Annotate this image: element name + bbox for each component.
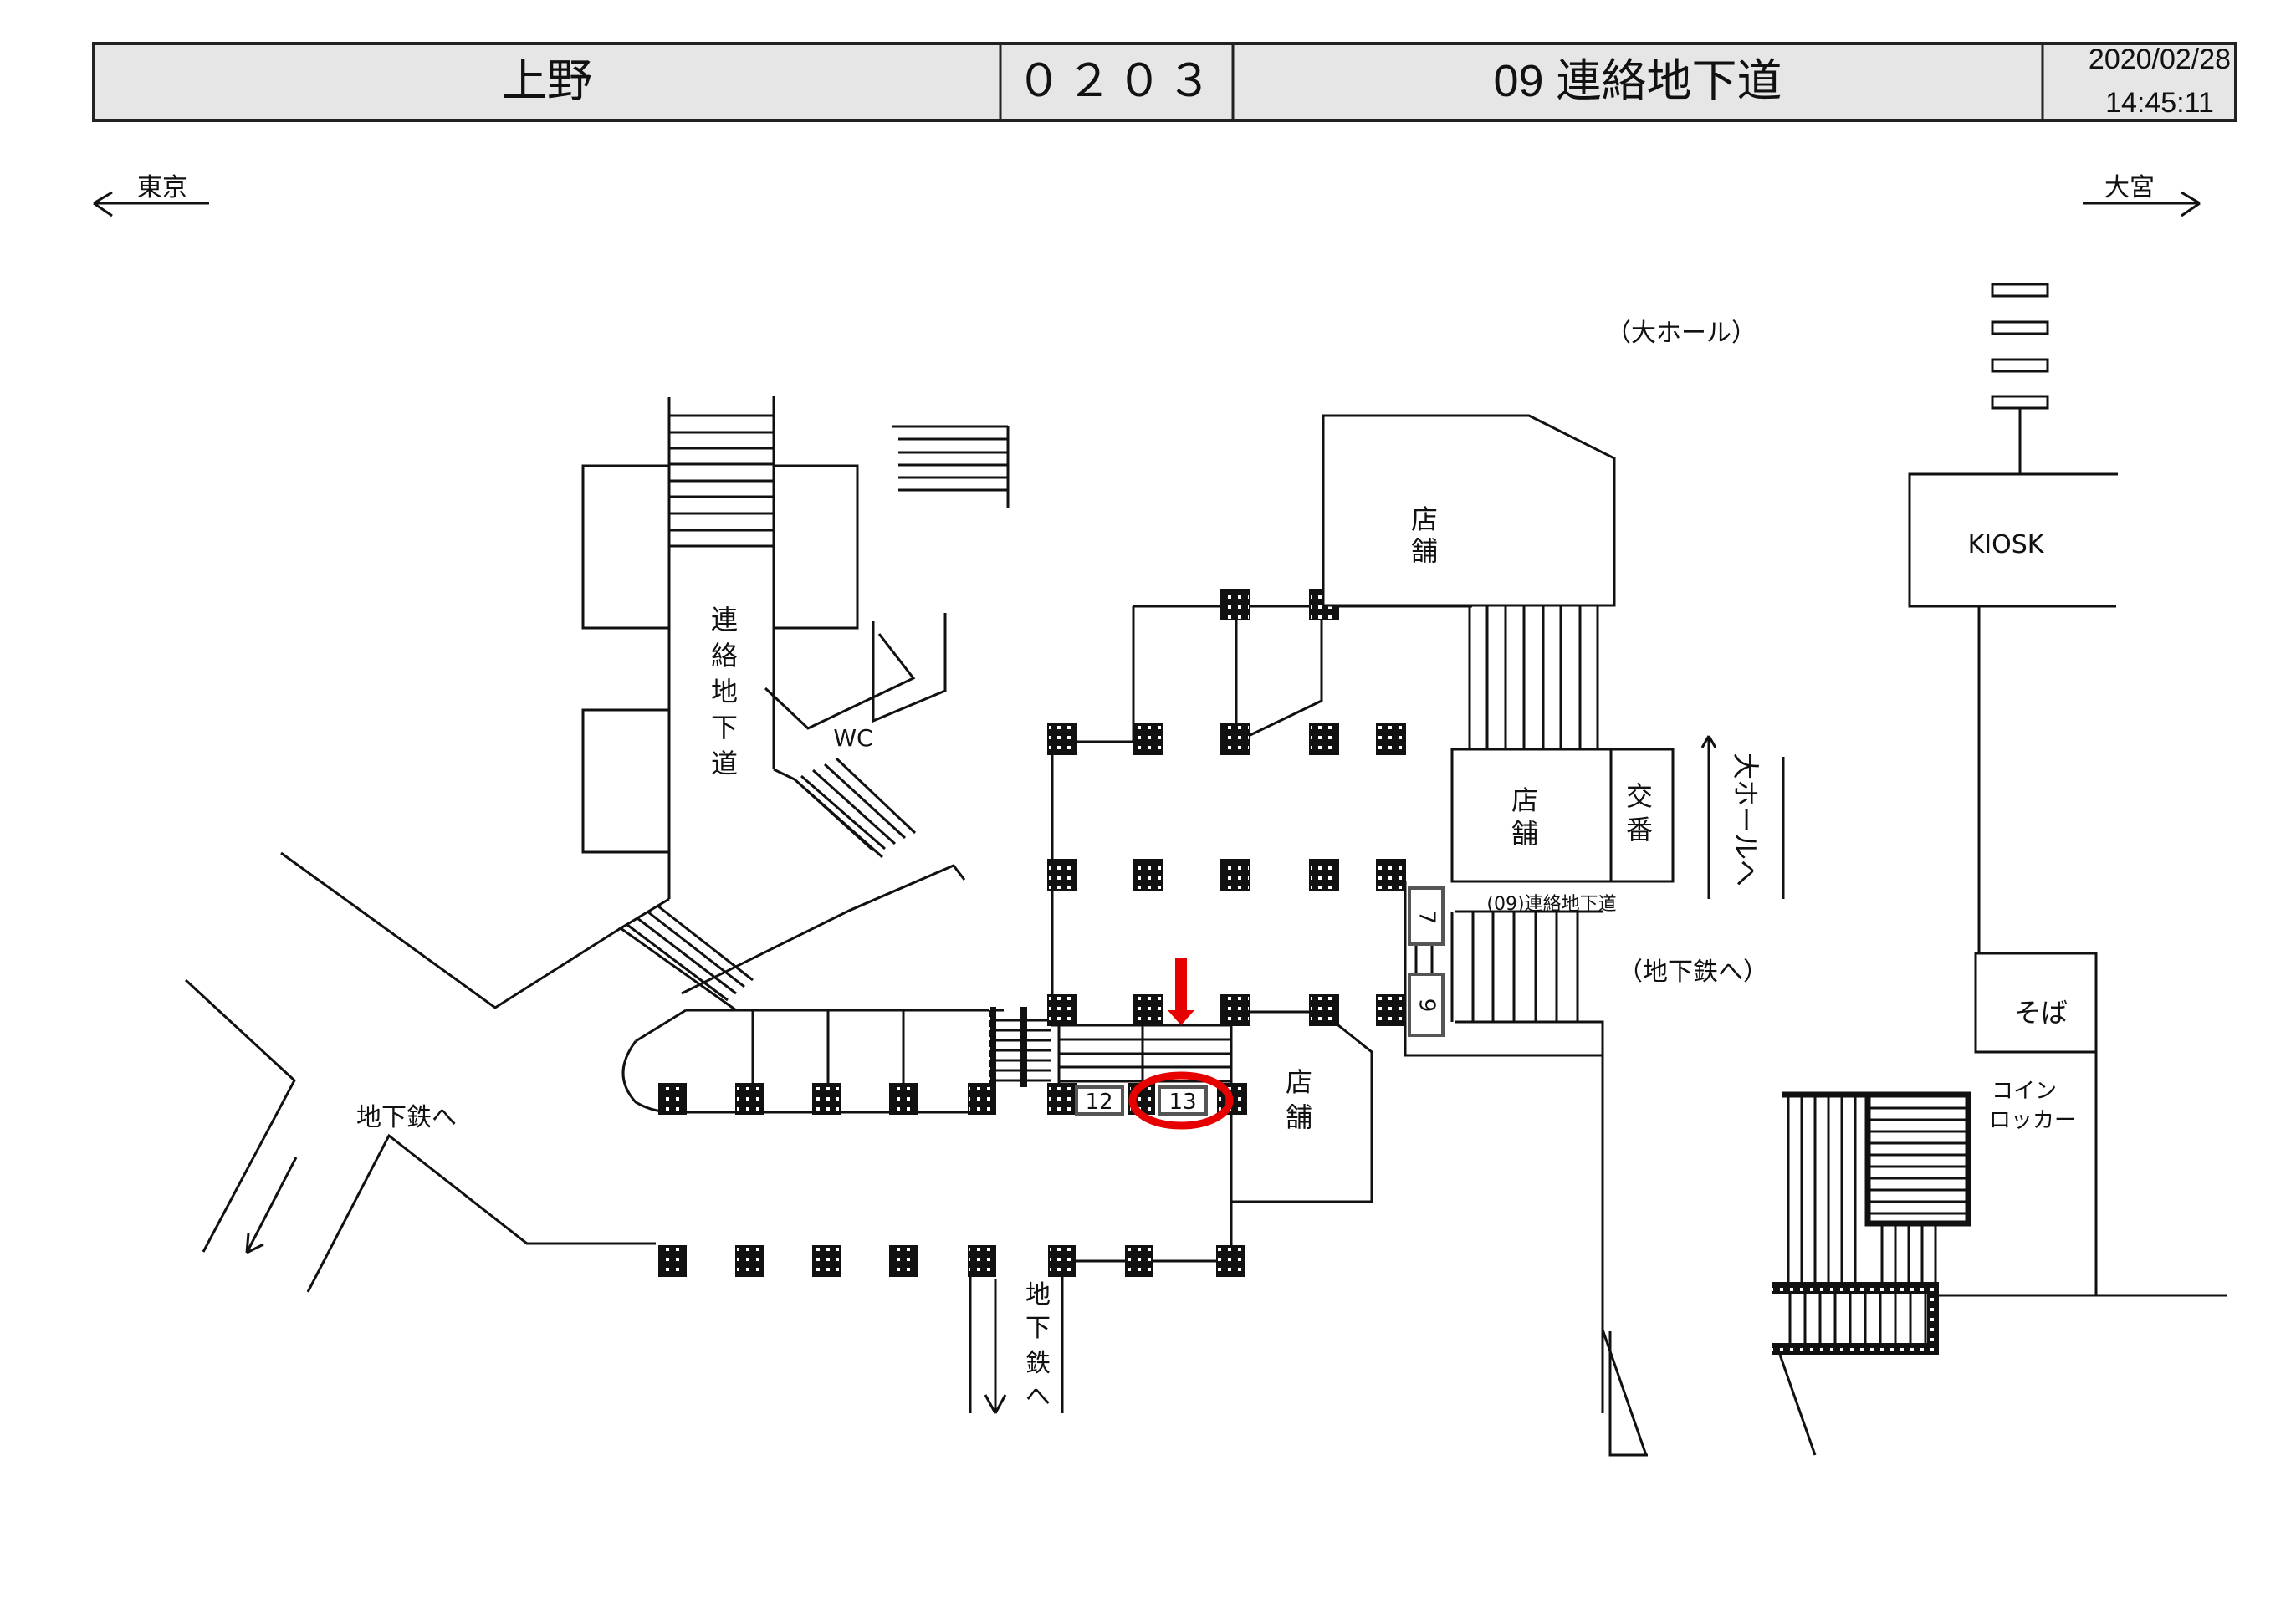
highlight-ellipse [1128,1071,1234,1130]
pillar [1125,1245,1153,1277]
pillar [1047,723,1077,755]
big-hall-label: （大ホール） [1606,319,1757,348]
pillar [1216,1245,1245,1277]
pillar [812,1083,841,1115]
kiosk-label: KIOSK [1968,530,2045,559]
soba: そば [1974,952,2098,1054]
print-date: 2020/02/28 [2089,43,2231,75]
pillar [1220,859,1250,891]
pillar [658,1245,687,1277]
to-subway-down-label: 地下鉄へ [1025,1280,1051,1412]
pillar [812,1245,841,1277]
ad-slot-number: 13 [1168,1090,1196,1115]
highlight-arrow-shaft [1175,958,1187,1010]
pillar [1047,994,1077,1026]
svg-text:店舗: 店舗 [1511,784,1538,850]
direction-left: 東京 [93,173,209,217]
shop-bottom: 店舗 [1286,1066,1312,1133]
pillar [1376,994,1406,1026]
ad-slot-12[interactable]: 12 [1075,1085,1124,1116]
to-subway-paren-label: （地下鉄へ） [1618,958,1768,987]
ad-slot-9[interactable]: 9 [1408,973,1445,1037]
arrow-right-icon [2083,191,2201,217]
svg-text:店舗: 店舗 [1411,503,1438,567]
svg-text:交番: 交番 [1626,780,1653,845]
left-room-lower [581,708,671,854]
pillar [1220,589,1250,620]
ad-slot-number: 7 [1414,911,1439,925]
pillars [658,589,1406,1277]
pillar [1047,859,1077,891]
pillar [1220,723,1250,755]
passage-09-label: (09)連絡地下道 [1486,894,1616,915]
to-subway-left-label: 地下鉄へ [356,1103,457,1132]
shop-mid: 店舗 [1450,748,1613,883]
pillar [889,1245,918,1277]
header-bar: 上野 ０２０３ 09 連絡地下道 2020/02/28 14:45:11 [92,42,2237,122]
coin-locker-label-2: ロッカー [1989,1108,2076,1133]
arrow-left-icon [93,191,209,217]
pillar [1133,859,1163,891]
kiosk: KIOSK [1908,283,2118,953]
pillar [1309,994,1339,1026]
pillar [1376,723,1406,755]
pillar [735,1083,764,1115]
pillar [1376,859,1406,891]
pillar [1048,1245,1076,1277]
svg-text:店舗: 店舗 [1286,1066,1312,1133]
left-subway-branch: 地下鉄へ [184,978,656,1293]
direction-omiya: 大宮 [2104,173,2155,202]
left-room-upper [581,464,671,630]
pillar [1309,859,1339,891]
arrow-down-left-icon [245,1157,298,1254]
passage-label: 連絡地下道 [711,604,738,779]
direction-right: 大宮 [2083,173,2201,217]
right-room-upper [772,464,859,630]
pillar [1220,994,1250,1026]
arrow-down-icon [984,1279,1007,1414]
wc-label: WC [833,724,872,752]
pillar [968,1083,996,1115]
svg-text:そば: そば [2014,997,2068,1029]
shop-top: 店舗 [1322,414,1616,750]
pillar [889,1083,918,1115]
print-time: 14:45:11 [2105,87,2214,119]
highlight-marker [1128,958,1234,1130]
highlight-arrow-icon [1168,1010,1194,1025]
station-code: ０２０３ [1016,56,1217,106]
pillar [1309,723,1339,755]
direction-tokyo: 東京 [137,173,187,202]
ad-slot-13[interactable]: 13 [1158,1085,1208,1116]
pillar [1047,1083,1077,1115]
to-big-hall-label: 大ホールへ [1730,753,1762,886]
pillar [968,1245,996,1277]
passage-09-stairs: (09)連絡地下道 [1404,881,1617,1057]
left-passage: 連絡地下道 WC [280,396,1010,1012]
pillar [1133,994,1163,1026]
pillar [658,1083,687,1115]
area-name: 09 連絡地下道 [1493,56,1782,106]
pillar [1133,723,1163,755]
ad-slot-number: 9 [1414,998,1439,1013]
ad-slot-number: 12 [1085,1090,1112,1115]
right-area: （大ホール） 大ホールへ （地下鉄へ） KIOSK そば コイン ロッカー [1601,283,2227,1457]
coin-locker-label-1: コイン [1992,1079,2057,1104]
arrow-up-icon [1700,735,1717,899]
ad-slot-7[interactable]: 7 [1408,886,1445,946]
koban: 交番 [1609,748,1675,883]
pillar [735,1245,764,1277]
stairs-lower-right [1772,1091,1971,1456]
station-name: 上野 [502,56,592,106]
